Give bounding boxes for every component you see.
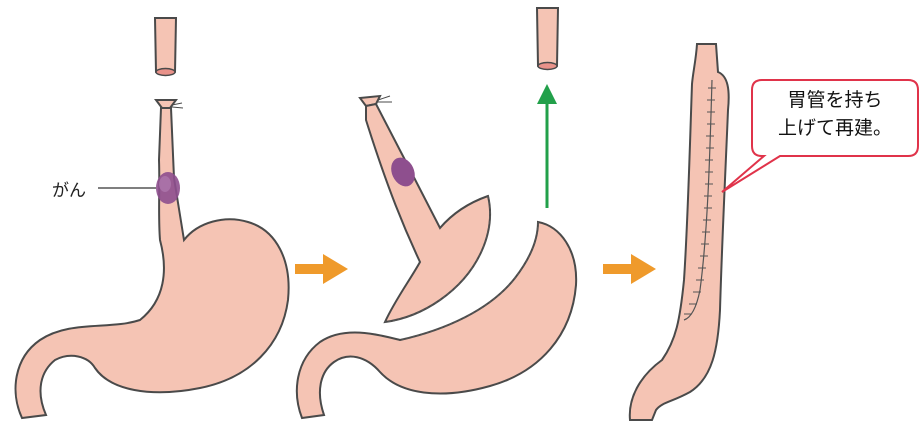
upper-esophagus: [155, 18, 176, 75]
right-arrow-icon: [603, 254, 656, 284]
panel-original-stomach: [16, 18, 289, 418]
stomach-with-esophagus: [16, 108, 289, 418]
upper-esophagus: [537, 8, 558, 69]
cancer-label: がん: [52, 176, 86, 201]
resected-specimen: [366, 104, 490, 322]
right-arrow-icon: [295, 254, 348, 284]
callout-line-1: 胃管を持ち: [760, 86, 910, 114]
panel-resection: [297, 8, 576, 418]
callout-line-2: 上げて再建。: [760, 114, 910, 142]
up-arrow-icon: [537, 84, 557, 208]
callout-text: 胃管を持ち 上げて再建。: [760, 86, 910, 142]
